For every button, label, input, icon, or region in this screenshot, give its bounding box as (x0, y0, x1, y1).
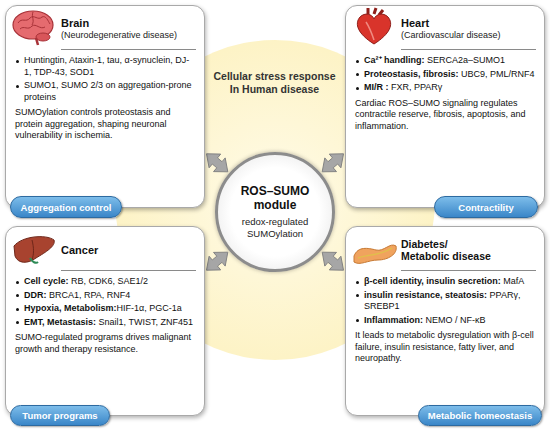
summary-text: It leads to metabolic dysregulation with… (355, 330, 536, 365)
bullet-detail: BRCA1, RPA, RNF4 (47, 290, 131, 300)
bullet-item: MI/R : FXR, PPARγ (355, 82, 536, 94)
bullet-detail: NEMO / NF-κB (423, 315, 486, 325)
bullet-item: Inflammation: NEMO / NF-κB (355, 315, 536, 327)
panel-header: Cancer (61, 233, 196, 271)
category-tag: Aggregation control (10, 196, 122, 218)
panel-header: Heart(Cardiovascular disease) (401, 12, 536, 50)
panel-subtitle: (Neurodegenerative disease) (61, 30, 196, 41)
bullet-item: insulin resistance, steatosis: PPARγ, SR… (355, 290, 536, 313)
panel-title: Diabetes/ Metabolic disease (401, 238, 494, 263)
bullet-detail: RB, CDK6, SAE1/2 (69, 276, 149, 286)
summary-text: SUMO-regulated programs drives malignant… (15, 332, 196, 355)
bullet-label: Proteostasis, fibrosis: (364, 69, 459, 79)
panel-body: β-cell identity, insulin secretion: MafA… (355, 276, 536, 365)
bullet-detail: Snail1, TWIST, ZNF451 (96, 317, 193, 327)
disease-panel: Diabetes/ Metabolic disease β-cell identi… (345, 226, 545, 416)
bullet-label: EMT, Metastasis: (24, 317, 96, 327)
bullet-label: MI/R : (364, 82, 389, 92)
bullet-label: Inflammation: (364, 315, 423, 325)
bullet-item: Ca²⁺ handling: SERCA2a–SUMO1 (355, 55, 536, 67)
bullet-label: Cell cycle: (24, 276, 69, 286)
bullet-label: β-cell identity, insulin secretion: (364, 276, 501, 286)
panel-header: Diabetes/ Metabolic disease (401, 233, 536, 271)
bullet-item: DDR: BRCA1, RPA, RNF4 (15, 290, 196, 302)
panel-title: Cancer (61, 244, 196, 257)
disease-panel: CancerCell cycle: RB, CDK6, SAE1/2DDR: B… (5, 226, 205, 416)
bullet-detail: SERCA2a–SUMO1 (425, 55, 506, 65)
bullet-item: SUMO1, SUMO 2/3 on aggregation-prone pro… (15, 80, 196, 103)
disease-panel: Heart(Cardiovascular disease) Ca²⁺ handli… (345, 5, 545, 208)
bullet-label: DDR: (24, 290, 47, 300)
panel-subtitle: (Cardiovascular disease) (401, 30, 536, 41)
panel-body: Ca²⁺ handling: SERCA2a–SUMO1Proteostasis… (355, 55, 536, 132)
panel-body: Cell cycle: RB, CDK6, SAE1/2DDR: BRCA1, … (15, 276, 196, 355)
bullet-item: Cell cycle: RB, CDK6, SAE1/2 (15, 276, 196, 288)
bullet-label: Ca²⁺ handling: (364, 55, 425, 65)
tag-label: Metabolic homeostasis (428, 410, 533, 421)
tag-label: Tumor programs (22, 410, 97, 421)
core-title: ROS–SUMO module (226, 184, 324, 212)
panel-title: Brain (61, 17, 196, 30)
bullet-detail: MafA (501, 276, 525, 286)
bullet-detail: HIF-1α, PGC-1a (117, 303, 182, 313)
bullet-detail: FXR, PPARγ (389, 82, 443, 92)
category-tag: Tumor programs (10, 405, 110, 426)
core-circle: ROS–SUMO module redox-regulated SUMOylati… (215, 152, 335, 272)
bullet-item: β-cell identity, insulin secretion: MafA (355, 276, 536, 288)
summary-text: Cardiac ROS–SUMO signaling regulates con… (355, 98, 536, 133)
disease-panel: Brain(Neurodegenerative disease) Huntingt… (5, 5, 205, 208)
tag-label: Aggregation control (21, 202, 112, 213)
bullet-item: EMT, Metastasis: Snail1, TWIST, ZNF451 (15, 317, 196, 329)
panel-title: Heart (401, 17, 536, 30)
bullet-label: insulin resistance, steatosis: (364, 290, 487, 300)
panel-header: Brain(Neurodegenerative disease) (61, 12, 196, 50)
core-subtitle: redox-regulated SUMOylation (226, 216, 324, 240)
bullet-item: Huntingtin, Ataxin-1, tau, α-synuclein, … (15, 55, 196, 78)
bullet-detail: UBC9, PML/RNF4 (459, 69, 535, 79)
tag-label: Contractility (458, 202, 513, 213)
circle-title: Cellular stress response In Human diseas… (211, 70, 338, 96)
summary-text: SUMOylation controls proteostasis and pr… (15, 107, 196, 142)
bullet-label: Hypoxia, Metabolism: (24, 303, 117, 313)
category-tag: Metabolic homeostasis (418, 405, 542, 426)
bullet-item: Hypoxia, Metabolism:HIF-1α, PGC-1a (15, 303, 196, 315)
bullet-item: Proteostasis, fibrosis: UBC9, PML/RNF4 (355, 69, 536, 81)
category-tag: Contractility (434, 196, 538, 218)
panel-body: Huntingtin, Ataxin-1, tau, α-synuclein, … (15, 55, 196, 142)
